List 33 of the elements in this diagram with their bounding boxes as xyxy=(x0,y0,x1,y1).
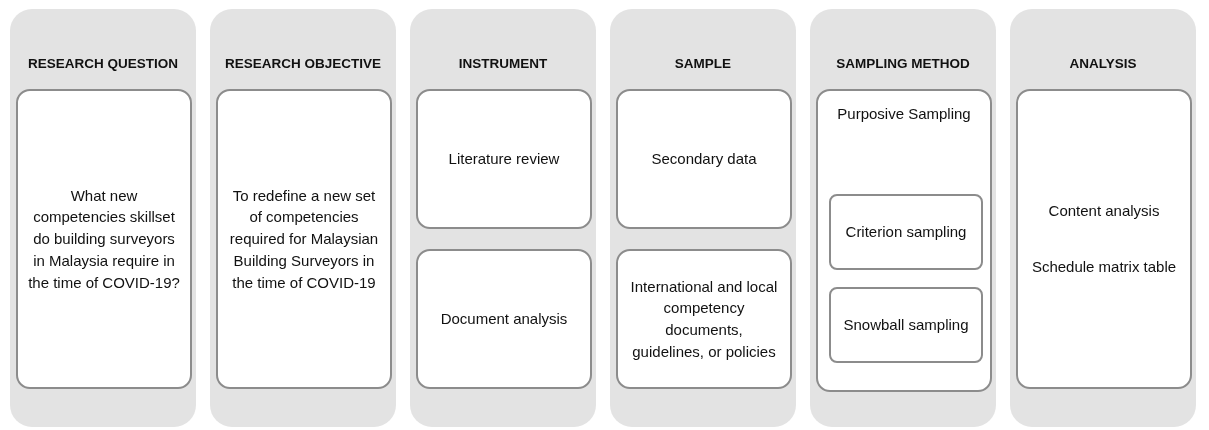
box-text: Content analysis xyxy=(1048,201,1160,222)
box-text: What new competencies skillset do building surveyors in Malaysia require in the time of COVID-19? xyxy=(28,185,180,293)
column-panel xyxy=(610,9,796,427)
box-text: Purposive Sampling xyxy=(837,104,971,124)
box-text: Criterion sampling xyxy=(845,222,967,243)
column-panel xyxy=(10,9,196,427)
content-box xyxy=(416,89,592,229)
box-text: Schedule matrix table xyxy=(1031,257,1177,277)
box-text: To redefine a new set of competencies required for Malaysian Building Surveyors in the time of COVID-19 xyxy=(228,185,380,293)
column-heading: SAMPLE xyxy=(673,56,733,71)
column-heading: SAMPLING METHOD xyxy=(835,56,971,71)
box-text: International and local competency documents, guidelines, or policies xyxy=(629,276,779,362)
column-panel xyxy=(210,9,396,427)
content-box xyxy=(416,249,592,389)
box-text: Secondary data xyxy=(651,149,757,170)
column-heading: RESEARCH QUESTION xyxy=(27,56,179,71)
column-heading: ANALYSIS xyxy=(1068,56,1138,71)
sub-box xyxy=(829,287,983,363)
box-text: Snowball sampling xyxy=(843,315,969,336)
sub-box xyxy=(829,194,983,270)
column-panel xyxy=(810,9,996,427)
content-box xyxy=(816,89,992,392)
column-panel xyxy=(1010,9,1196,427)
box-text: Document analysis xyxy=(440,309,568,330)
box-text: Literature review xyxy=(448,149,560,170)
column-heading: RESEARCH OBJECTIVE xyxy=(224,56,382,71)
content-box xyxy=(1016,89,1192,389)
column-panel xyxy=(410,9,596,427)
content-box xyxy=(616,249,792,389)
content-box xyxy=(616,89,792,229)
content-box xyxy=(216,89,392,389)
column-heading: INSTRUMENT xyxy=(457,56,549,71)
content-box xyxy=(16,89,192,389)
